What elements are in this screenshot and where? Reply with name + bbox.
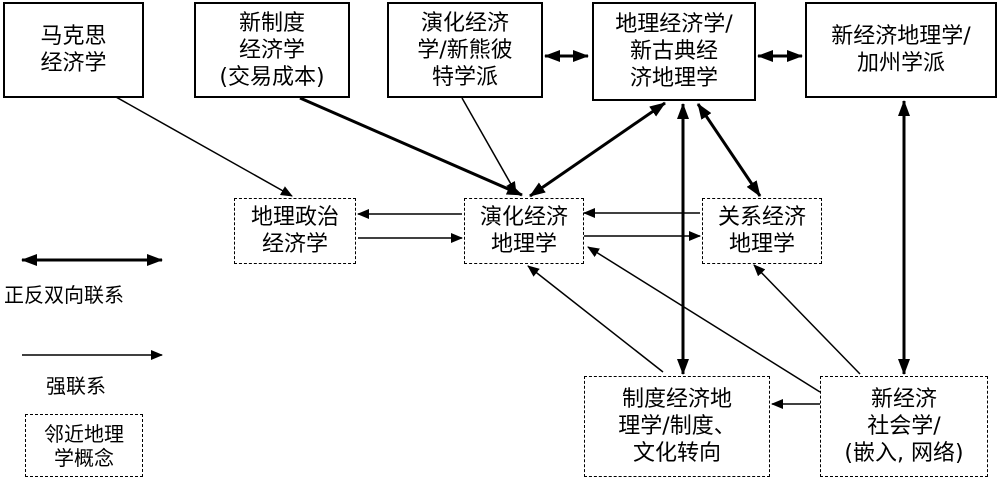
node-evolutionary-neo-schumpeterian: 演化经济 学/新熊彼 特学派 [387, 2, 543, 98]
node-geographical-economics: 地理经济学/ 新古典经 济地理学 [592, 2, 756, 101]
edge-geoecon-evogeo [529, 101, 666, 198]
node-marxian-economics-label: 马克思 经济学 [40, 24, 107, 76]
node-new-economic-sociology-label: 新经济 社会学/ (嵌入, 网络) [844, 387, 964, 466]
legend-bidirectional-label: 正反双向联系 [4, 283, 124, 307]
edge-geoecon-relational [696, 103, 762, 197]
node-new-economic-geography-label: 新经济地理学/ 加州学派 [831, 24, 971, 76]
node-institutional-economic-geography: 制度经济地 理学/制度、 文化转向 [584, 376, 770, 477]
node-geopolitical-economy: 地理政治 经济学 [234, 198, 356, 264]
node-relational-economic-geography-label: 关系经济 地理学 [717, 205, 806, 257]
node-evolutionary-economic-geography-label: 演化经济 地理学 [479, 205, 568, 257]
edge-marx-to-geopolitical [99, 87, 293, 197]
legend-adjacent-concept-label: 邻近地理 学概念 [44, 421, 124, 470]
node-geopolitical-economy-label: 地理政治 经济学 [250, 205, 339, 257]
edge-newinst-to-evogeo [299, 96, 523, 197]
node-new-economic-sociology: 新经济 社会学/ (嵌入, 网络) [820, 376, 988, 477]
edge-schumpeter-to-evogeo [461, 97, 517, 194]
edge-sociology-to-relational [753, 264, 861, 375]
node-new-institutional-economics-label: 新制度 经济学 (交易成本) [219, 10, 325, 90]
node-evolutionary-neo-schumpeterian-label: 演化经济 学/新熊彼 特学派 [417, 10, 513, 90]
edge-sociology-to-evogeo [587, 246, 821, 393]
node-marxian-economics: 马克思 经济学 [3, 2, 144, 98]
node-relational-economic-geography: 关系经济 地理学 [702, 198, 822, 264]
legend-adjacent-concept-box: 邻近地理 学概念 [25, 414, 143, 477]
node-geographical-economics-label: 地理经济学/ 新古典经 济地理学 [615, 12, 733, 91]
node-institutional-economic-geography-label: 制度经济地 理学/制度、 文化转向 [618, 387, 736, 466]
node-new-institutional-economics: 新制度 经济学 (交易成本) [194, 2, 350, 98]
legend-strong-label: 强联系 [46, 374, 106, 398]
edge-institutional-to-evogeo [527, 265, 664, 373]
node-new-economic-geography: 新经济地理学/ 加州学派 [805, 2, 997, 98]
node-evolutionary-economic-geography: 演化经济 地理学 [464, 198, 584, 264]
